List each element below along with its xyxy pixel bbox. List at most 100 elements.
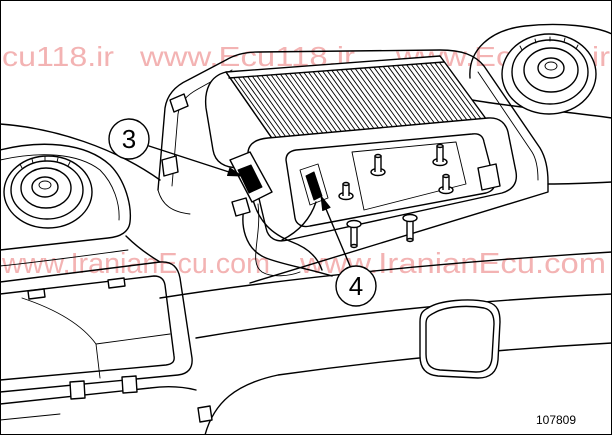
grille-slat [382, 66, 432, 133]
callout-3-circle [108, 118, 150, 160]
recess-outer-edge [157, 49, 549, 284]
right-air-vent [501, 33, 597, 115]
grille-slat [293, 72, 343, 140]
left-vent-ring [10, 160, 84, 220]
recess-inner-lip-right [477, 71, 539, 181]
grille-slat [322, 70, 371, 138]
stud-tip [350, 243, 358, 249]
grille-slat [434, 62, 484, 129]
grille-slat [298, 72, 347, 139]
grille-slat [336, 69, 385, 136]
left-vent-slots [19, 156, 71, 169]
recess-clip [161, 155, 179, 177]
stud-nut [346, 219, 362, 229]
mounting-stud [370, 153, 386, 177]
recess-lower-corner [157, 189, 191, 215]
grille-slat [401, 64, 451, 131]
stud-nut [402, 213, 418, 223]
left-vent-knob [31, 176, 59, 198]
wire [255, 203, 301, 277]
grille-slat [438, 61, 488, 128]
connector-3 [229, 151, 273, 217]
stud-tip [342, 181, 350, 187]
mounting-stud [346, 219, 362, 249]
grille-slat [312, 71, 361, 138]
right-vent-knob-center [544, 61, 558, 71]
lower-dashboard-panel [159, 251, 612, 435]
glove-box-latch [419, 299, 501, 379]
grille-slat [354, 68, 404, 135]
grille-slat [256, 75, 305, 143]
grille-slat [308, 71, 357, 139]
wire [242, 199, 333, 277]
grille-slat [279, 73, 329, 141]
grille-slat [396, 65, 446, 132]
panel-middle-fold [195, 293, 612, 339]
display-unit [204, 55, 518, 249]
grille-slat [368, 67, 418, 134]
dashboard-left-fold [125, 235, 161, 263]
grille-slat [392, 65, 441, 132]
watermark-text: cu118.ir [2, 41, 114, 72]
mounting-stud [338, 181, 354, 201]
grille-slat [251, 75, 300, 143]
stud-tip [374, 153, 382, 159]
grille-slat [275, 74, 324, 141]
compartment-shelf [21, 297, 101, 379]
retaining-clip [197, 405, 213, 423]
mounting-stud [432, 143, 448, 167]
dashboard-top-edge [0, 123, 161, 181]
connector-4-housing [299, 163, 329, 206]
dashboard-left-seam [0, 249, 129, 267]
stud-shaft [374, 155, 382, 172]
callout-3-label: 3 [122, 124, 136, 154]
right-vent-slots [519, 36, 579, 51]
left-air-vent [0, 143, 132, 251]
grille-slat [270, 74, 319, 142]
grille-slat [303, 71, 352, 139]
connector-4 [299, 163, 329, 206]
wiring-harness [242, 195, 333, 277]
connector-4-plug [305, 171, 323, 201]
stud-tip [406, 237, 414, 243]
compartment-tab [27, 288, 46, 300]
grille-slat [373, 66, 423, 133]
callout-4-leader [325, 208, 351, 267]
grille-slat [406, 64, 455, 131]
grille-slat [350, 68, 399, 135]
dashboard-recess [157, 49, 549, 284]
grille-slat [424, 62, 474, 129]
connector-3-tab [231, 197, 251, 217]
right-vent-housing-top [469, 23, 612, 79]
stud-shaft [436, 145, 444, 162]
grille-slat [261, 75, 310, 142]
mounting-studs [338, 143, 454, 249]
right-vent-ring [523, 47, 579, 93]
compartment-outer [0, 261, 193, 393]
grille-slat [265, 74, 315, 142]
stud-tip [442, 173, 450, 179]
callout-3: 3 [108, 118, 243, 177]
grille-slat [410, 63, 460, 131]
storage-compartment [0, 261, 213, 423]
panel-lower-edge [204, 342, 612, 435]
latch-inner [425, 305, 495, 373]
mounting-stud [438, 173, 454, 195]
retaining-clip [69, 380, 86, 400]
display-unit-vent-grille [233, 61, 488, 145]
recess-clip [169, 93, 189, 113]
mounting-bracket [477, 163, 501, 191]
right-vent-knob [537, 57, 565, 79]
connector-3-plug [237, 164, 263, 194]
rear-panel-recess [351, 141, 467, 211]
grille-slat [317, 70, 366, 138]
reference-number: 107809 [536, 413, 576, 427]
latch-outer [419, 299, 501, 379]
callout-4: 4 [320, 195, 377, 307]
compartment-bottom-seam [0, 413, 61, 421]
grille-slat [242, 76, 291, 144]
grille-slat [326, 70, 376, 137]
wire [281, 201, 317, 241]
grille-slat [284, 73, 333, 141]
